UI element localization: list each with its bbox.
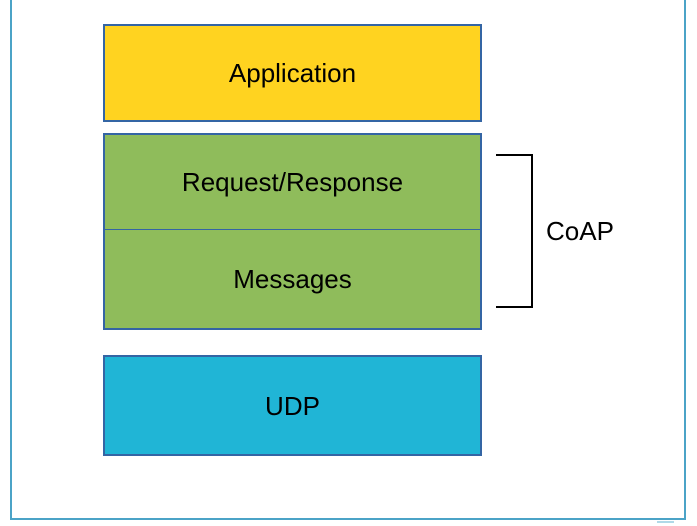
layer-application-label: Application [228,58,357,88]
layer-messages-label: Messages [233,264,352,294]
layer-messages: Messages [105,230,480,328]
layer-application: Application [103,24,482,122]
layer-udp-label: UDP [265,390,320,421]
scrollbar-fragment [657,521,674,523]
layer-group-coap: Request/Response Messages [103,133,482,330]
coap-bracket-label: CoAP [546,154,614,308]
layer-udp: UDP [103,355,482,456]
page-border-bottom [10,518,686,520]
page-border-right [684,0,686,520]
coap-bracket [496,154,533,308]
layer-request-response-label: Request/Response [181,167,404,197]
layer-request-response: Request/Response [105,135,480,230]
page-border-left [10,0,12,520]
coap-label-text: CoAP [546,216,614,246]
